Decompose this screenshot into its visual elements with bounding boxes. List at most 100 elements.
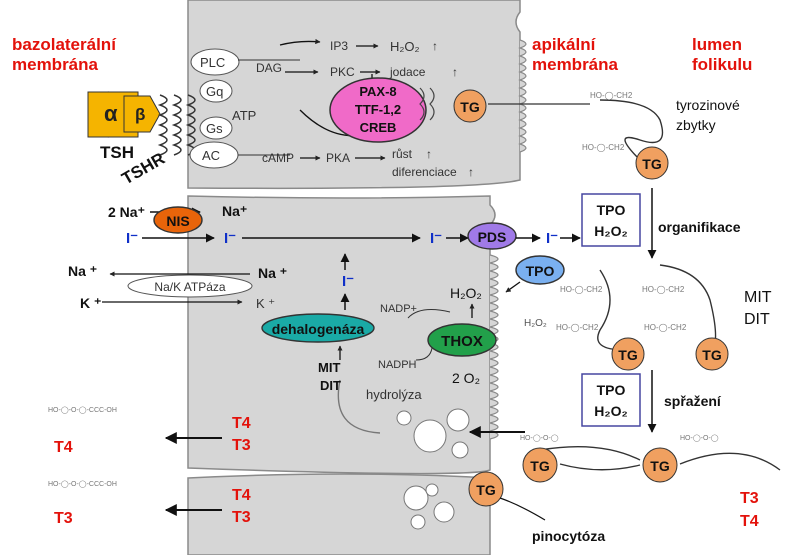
headers: bazolaterální membrána apikální membrána… bbox=[12, 35, 752, 74]
nadph-label: NADPH bbox=[378, 359, 417, 371]
dit-cell-label: DIT bbox=[320, 378, 341, 393]
tyrosine-label-2: zbytky bbox=[676, 117, 716, 133]
t4-lumen-label: T4 bbox=[740, 513, 759, 530]
two-o2-label: 2 O₂ bbox=[452, 370, 480, 386]
tsh-label: TSH bbox=[100, 143, 134, 162]
t3-structure-icon: HO-◯-O-◯-CCC-OH bbox=[48, 480, 117, 488]
gq-ellipse bbox=[199, 79, 233, 103]
thyroglobulin-top: TG bbox=[453, 89, 590, 123]
tg-apical-label: TG bbox=[460, 99, 480, 115]
t3-cell-label-2: T3 bbox=[232, 509, 251, 526]
gq-label: Gq bbox=[206, 84, 223, 99]
t4-cell-label-2: T4 bbox=[232, 487, 251, 504]
tg-lumen-label-3: TG bbox=[702, 347, 722, 363]
mit-icon-2: HO-◯-CH2 bbox=[642, 285, 685, 294]
basolateral-label-line1: bazolaterální bbox=[12, 35, 117, 54]
dit-icon-1: HO-◯-CH2 bbox=[556, 323, 599, 332]
t4-cell-label-1: T4 bbox=[232, 415, 251, 432]
mit-icon-1: HO-◯-CH2 bbox=[560, 285, 603, 294]
h2o2-coupling-label: H₂O₂ bbox=[594, 403, 627, 419]
pds-label: PDS bbox=[478, 229, 507, 245]
h2o2-up-arrow: ↑ bbox=[432, 39, 438, 53]
transcription-factors: PAX-8 TTF-1,2 CREB bbox=[329, 77, 435, 143]
rust-up-arrow: ↑ bbox=[426, 147, 432, 161]
tsh-beta-subunit bbox=[123, 95, 161, 133]
tg-lumen-label-5: TG bbox=[650, 458, 670, 474]
iodide-lumen-label: I⁻ bbox=[546, 230, 558, 247]
plc-ellipse bbox=[190, 48, 240, 76]
tg-pinocytosis-label: TG bbox=[476, 482, 496, 498]
lumen-hormone-chain: HO-◯-O-◯ HO-◯-O-◯ TG TG T3 T4 TG pinocyt… bbox=[468, 426, 781, 544]
diferenciace-label: diferenciace bbox=[392, 165, 457, 179]
na-k-atpase: Na ⁺ Na ⁺ Na/K ATPáza K ⁺ K ⁺ bbox=[68, 263, 287, 311]
tsh-receptor: α β TSH TSHR bbox=[87, 91, 196, 188]
ttf-label: TTF-1,2 bbox=[355, 102, 401, 117]
atpase-label: Na/K ATPáza bbox=[154, 280, 225, 294]
organification-step: TPO H₂O₂ organifikace bbox=[581, 188, 741, 259]
rust-label: růst bbox=[392, 147, 413, 161]
beta-label: β bbox=[135, 105, 145, 124]
creb-label: CREB bbox=[360, 120, 397, 135]
plc-label: PLC bbox=[200, 55, 225, 70]
tyrosine-icon-1: HO-◯-CH2 bbox=[590, 91, 633, 100]
pinocytosis-label: pinocytóza bbox=[532, 528, 605, 544]
ip3-label: IP3 bbox=[330, 39, 348, 53]
iodide-transport: 2 Na⁺ Na⁺ NIS I⁻ I⁻ I⁻ PDS I⁻ TPO bbox=[108, 203, 581, 293]
dit-lumen-label: DIT bbox=[744, 311, 770, 328]
na-cell-label: Na ⁺ bbox=[258, 265, 287, 281]
dehalogenase-label: dehalogenáza bbox=[272, 321, 365, 337]
diferenciace-up-arrow: ↑ bbox=[468, 165, 474, 179]
t4-icon-1: HO-◯-O-◯ bbox=[680, 434, 719, 442]
enzymes: I⁻ dehalogenáza MIT DIT hydrolýza NADP+ … bbox=[261, 253, 547, 402]
h2o2-box-label: H₂O₂ bbox=[594, 223, 627, 239]
pkc-label: PKC bbox=[330, 65, 355, 79]
dag-label: DAG bbox=[256, 61, 282, 75]
tg-lumen-label-1: TG bbox=[642, 156, 662, 172]
lumen-label-line1: lumen bbox=[692, 35, 742, 54]
t3-cell-label-1: T3 bbox=[232, 437, 251, 454]
alpha-label: α bbox=[104, 101, 118, 126]
tpo-coupling-label: TPO bbox=[597, 382, 626, 398]
dit-icon-2: HO-◯-CH2 bbox=[644, 323, 687, 332]
g-proteins: PLC Gq Gs AC ATP bbox=[189, 48, 256, 169]
t4-out-label: T4 bbox=[54, 439, 73, 456]
apical-label-line1: apikální bbox=[532, 35, 597, 54]
nis-label: NIS bbox=[166, 213, 189, 229]
h2o2-lumen-label: H₂O₂ bbox=[524, 318, 547, 329]
nadp-plus-label: NADP+ bbox=[380, 303, 417, 315]
two-na-label: 2 Na⁺ bbox=[108, 204, 145, 220]
apical-label-line2: membrána bbox=[532, 55, 619, 74]
lumen-label-line2: folikulu bbox=[692, 55, 752, 74]
tpo-box-label: TPO bbox=[597, 202, 626, 218]
pka-label: PKA bbox=[326, 151, 350, 165]
thox-label: THOX bbox=[441, 333, 483, 350]
gs-ellipse bbox=[199, 116, 233, 140]
tpo-label: TPO bbox=[526, 263, 555, 279]
lumen-tyrosine-chain: HO-◯-CH2 HO-◯-CH2 TG tyrozinové zbytky bbox=[582, 91, 740, 180]
hormone-outputs: T4 T3 HO-◯-O-◯-CCC-OH T4 T4 T3 HO-◯-O-◯-… bbox=[48, 406, 251, 527]
iodide-in-label: I⁻ bbox=[224, 230, 236, 247]
mit-lumen-label: MIT bbox=[744, 289, 772, 306]
organification-label: organifikace bbox=[658, 219, 741, 235]
tyrosine-icon-2: HO-◯-CH2 bbox=[582, 143, 625, 152]
iodide-apical-label: I⁻ bbox=[430, 230, 442, 247]
coupling-step: TPO H₂O₂ spřažení bbox=[581, 370, 722, 433]
gs-label: Gs bbox=[206, 121, 223, 136]
ac-label: AC bbox=[202, 148, 220, 163]
k-out-label: K ⁺ bbox=[80, 295, 101, 311]
atp-label: ATP bbox=[232, 108, 256, 123]
na-out-label: Na ⁺ bbox=[68, 263, 97, 279]
tyrosine-label-1: tyrozinové bbox=[676, 97, 740, 113]
cell-background bbox=[187, 0, 527, 555]
t3-lumen-label: T3 bbox=[740, 490, 759, 507]
camp-label: cAMP bbox=[262, 151, 294, 165]
na-in-label: Na⁺ bbox=[222, 203, 247, 219]
lumen-iodinated-chain: HO-◯-CH2 HO-◯-CH2 HO-◯-CH2 HO-◯-CH2 TG T… bbox=[556, 264, 772, 371]
mit-cell-label: MIT bbox=[318, 360, 340, 375]
h2o2-signal-label: H₂O₂ bbox=[390, 39, 420, 54]
h2o2-thox-label: H₂O₂ bbox=[450, 285, 482, 301]
pax8-label: PAX-8 bbox=[359, 84, 396, 99]
signaling-cascade: DAG IP3 H₂O₂ ↑ PKC jodace ↑ cAMP PKA růs… bbox=[238, 38, 474, 179]
tg-lumen-label-4: TG bbox=[530, 458, 550, 474]
